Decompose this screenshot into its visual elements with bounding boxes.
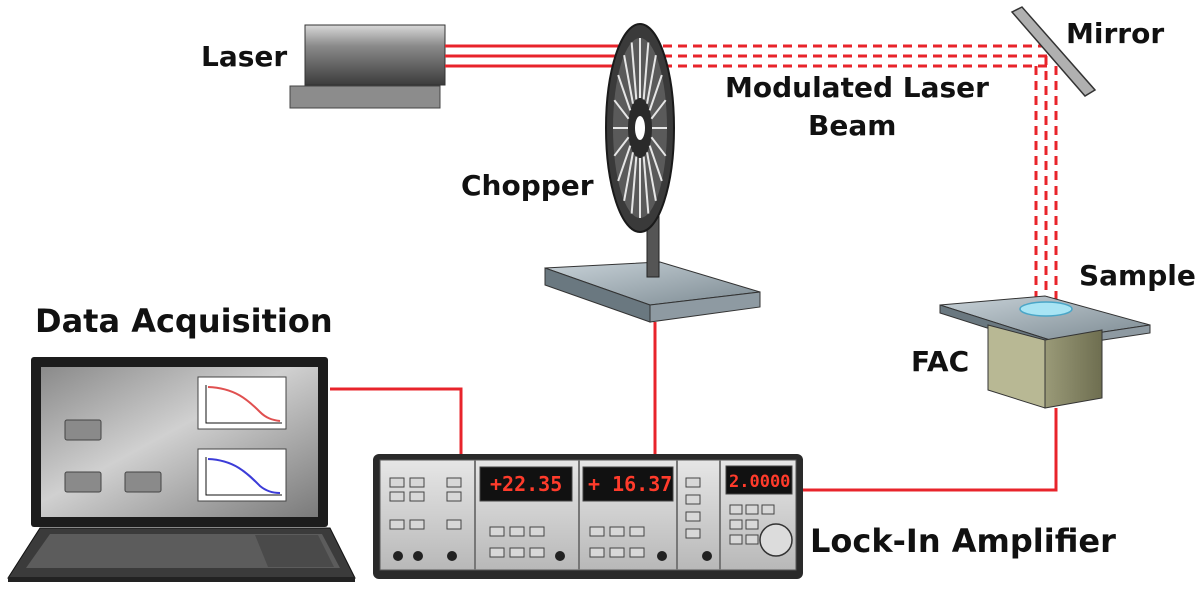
chopper-spoke	[648, 145, 663, 182]
channel2-readout: + 16.37	[588, 472, 672, 496]
mirror-icon	[1010, 6, 1097, 97]
lock-in-amplifier-label: Lock-In Amplifier	[810, 522, 1116, 560]
channel1-readout: +22.35	[490, 472, 562, 496]
modulated-beam-label-line1: Modulated Laser	[725, 71, 989, 104]
chopper-spoke	[648, 74, 663, 111]
laser-label: Laser	[201, 40, 288, 73]
lockin-knob	[759, 523, 793, 557]
reference-readout: 2.0000	[729, 472, 790, 492]
plot-red-curve	[207, 386, 281, 422]
lockin-display-1	[479, 466, 573, 502]
mirror-label: Mirror	[1066, 17, 1165, 50]
chopper-base	[544, 214, 761, 323]
chopper-spoke	[642, 156, 650, 214]
chopper-spoke	[623, 55, 634, 104]
sample-label: Sample	[1079, 259, 1196, 292]
front-panel-buttons	[389, 477, 775, 558]
modulated-beam	[648, 44, 1058, 308]
plot-blue-curve	[207, 458, 281, 494]
sample-stage-icon	[939, 295, 1151, 409]
chopper-spoke	[630, 42, 638, 100]
chopper-spoke	[613, 136, 630, 157]
chopper-spoke	[623, 152, 634, 201]
chopper-spoke	[613, 99, 630, 120]
chopper-label: Chopper	[461, 169, 594, 202]
laser-icon	[289, 24, 446, 109]
chopper-spoke	[617, 145, 632, 182]
lockin-display-2	[582, 466, 674, 502]
chopper-spoke	[646, 55, 657, 104]
chopper-spoke	[617, 74, 632, 111]
chopper-wheel-icon	[605, 23, 675, 233]
chopper-spoke	[650, 99, 667, 120]
lockin-display-3	[725, 465, 793, 495]
chopper-spoke	[646, 152, 657, 201]
signal-wires	[330, 322, 1058, 492]
chopper-spoke	[630, 156, 638, 214]
chopper-spoke	[642, 42, 650, 100]
modulated-beam-label-line2: Beam	[808, 109, 897, 142]
lock-in-amplifier-icon: +22.35 + 16.37 2.0000	[373, 454, 803, 579]
fac-label: FAC	[911, 345, 970, 378]
laptop-icon	[7, 357, 356, 582]
laser-beam	[445, 44, 640, 68]
chopper-spoke	[650, 136, 667, 157]
data-acquisition-label: Data Acquisition	[35, 302, 333, 340]
